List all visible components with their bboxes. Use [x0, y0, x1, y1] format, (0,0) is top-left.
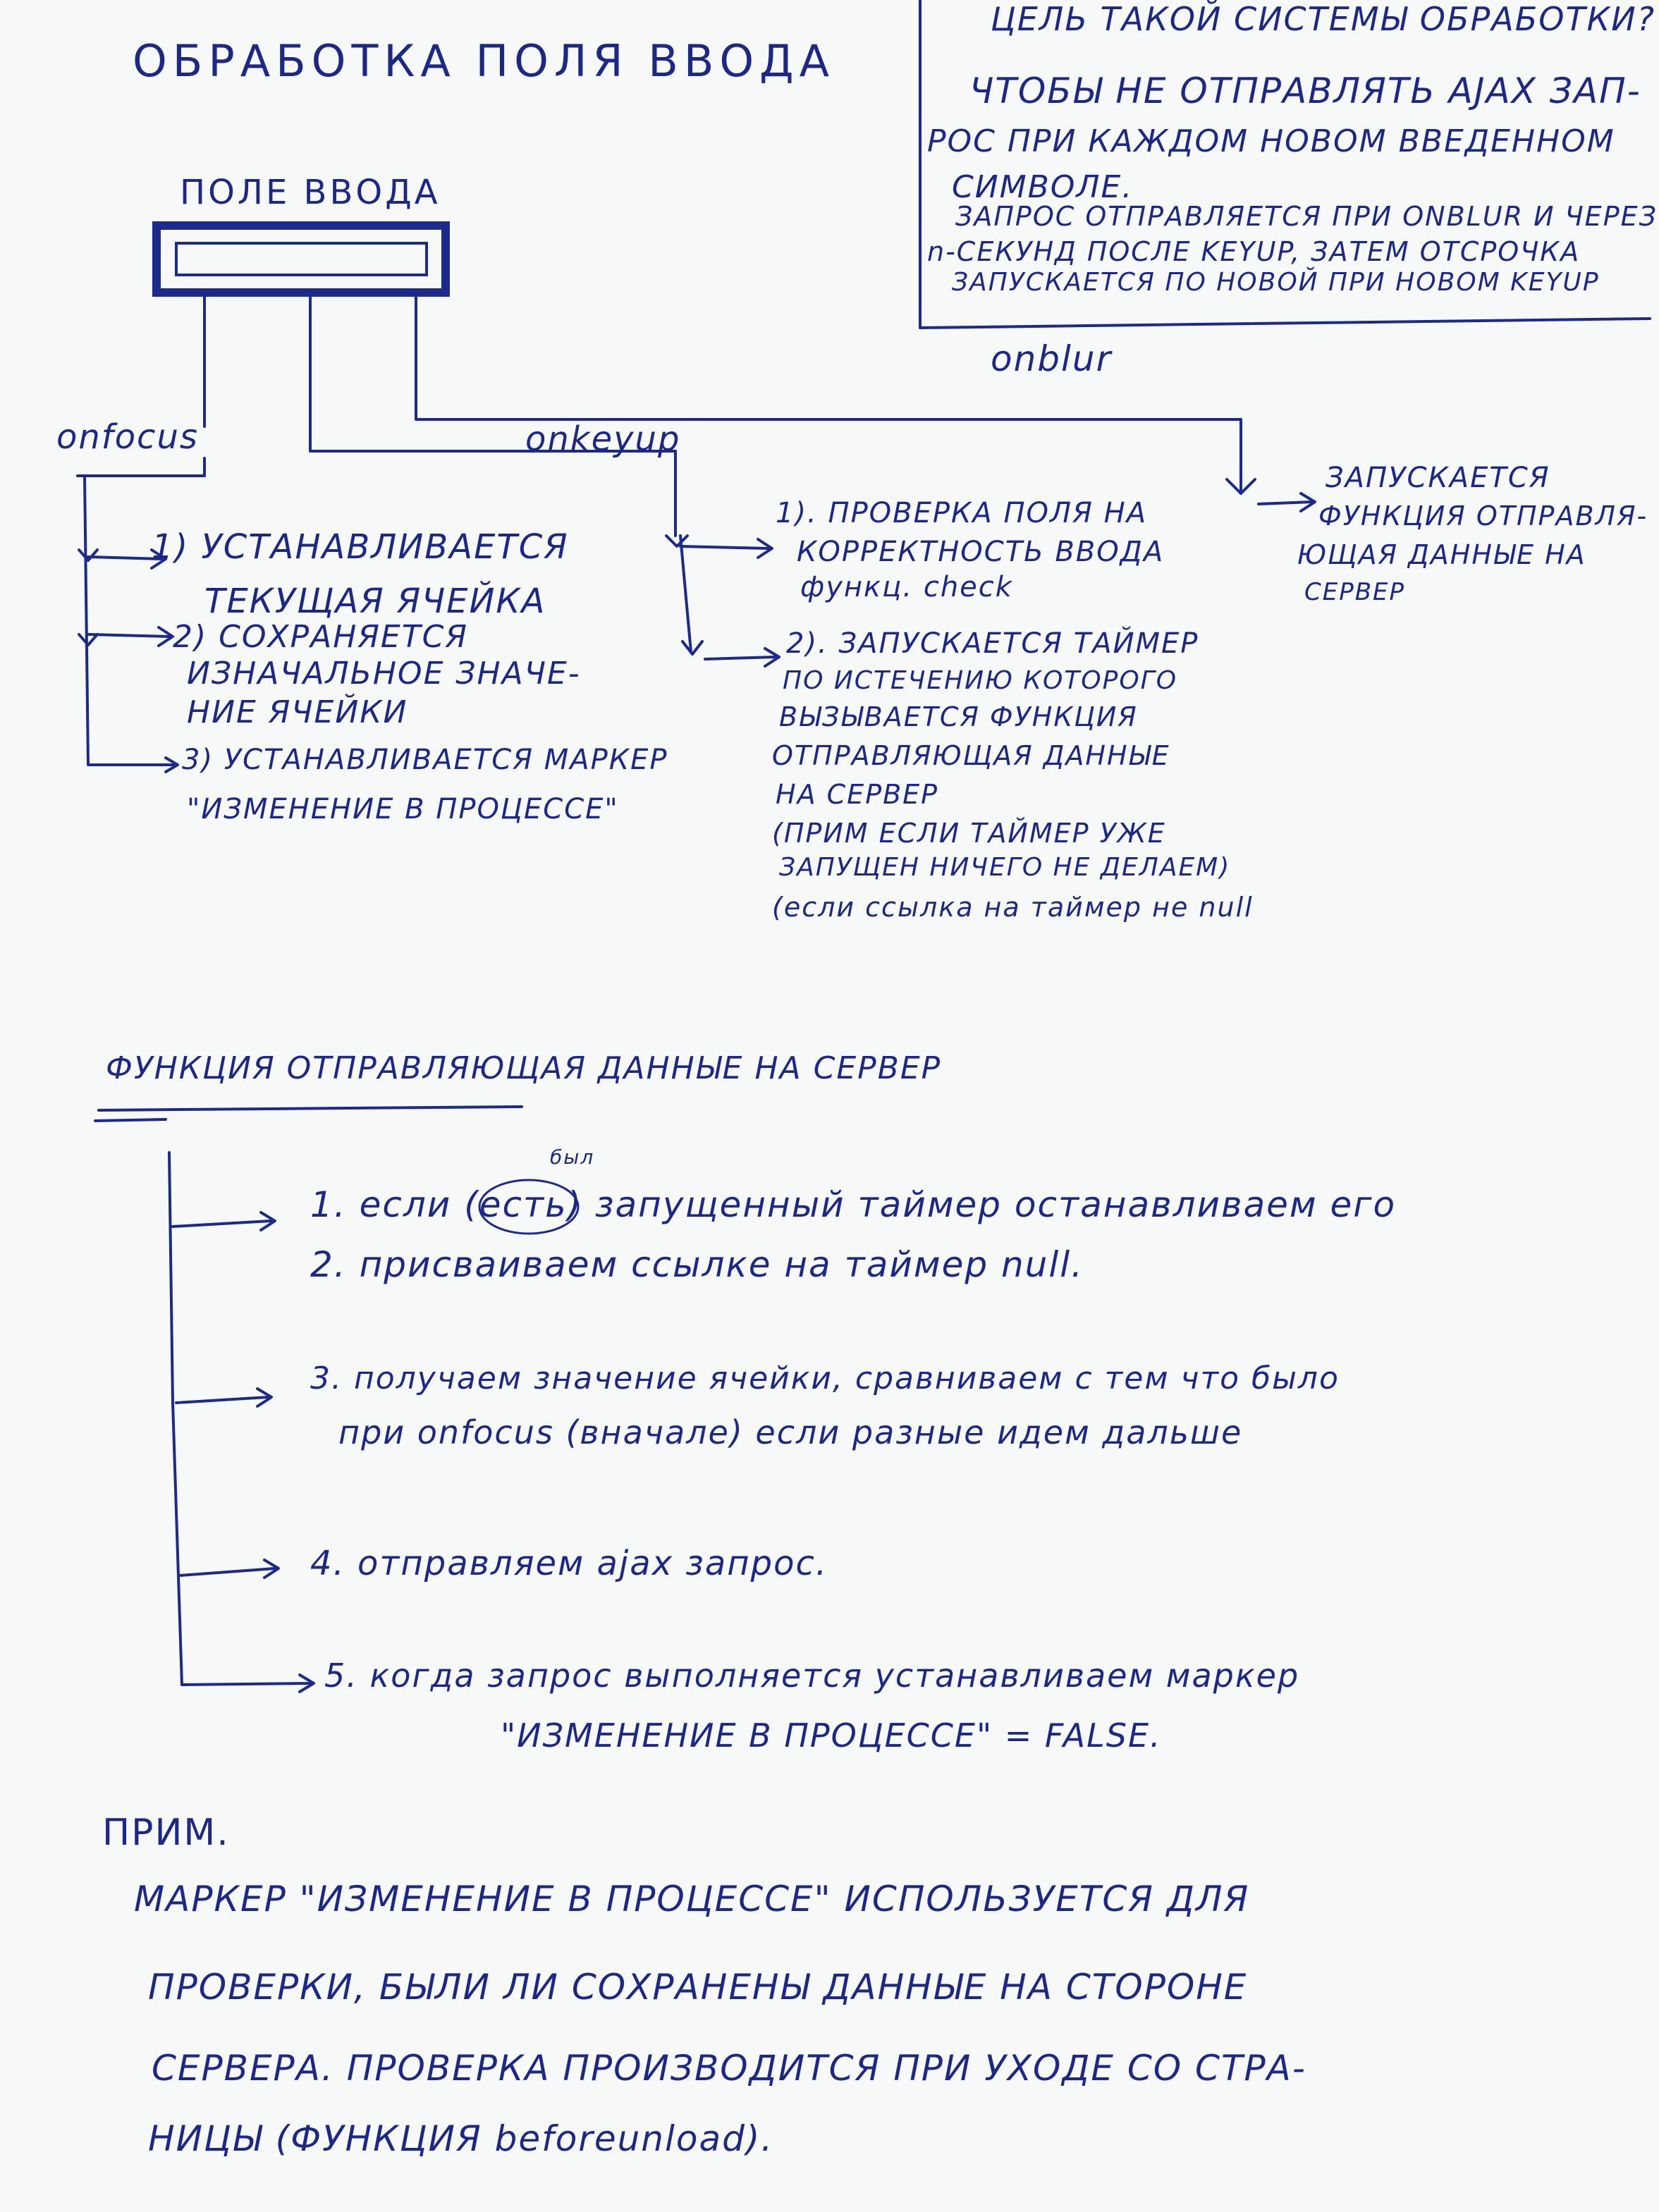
onkeyup-step-2b: ПО ИСТЕЧЕНИЮ КОТОРОГО: [783, 666, 1178, 695]
onfocus-step-1b: ТЕКУЩАЯ ЯЧЕЙКА: [204, 582, 546, 621]
send-step-3b: при onfocus (вначале) если разные идем д…: [338, 1413, 1243, 1451]
note-line-1: МАРКЕР "ИЗМЕНЕНИЕ В ПРОЦЕССЕ" ИСПОЛЬЗУЕТ…: [134, 1879, 1250, 1919]
goal-line-1: ЦЕЛЬ ТАКОЙ СИСТЕМЫ ОБРАБОТКИ?: [991, 0, 1656, 38]
onblur-step-4: СЕРВЕР: [1304, 578, 1406, 606]
goal-line-4: СИМВОЛЕ.: [952, 169, 1134, 205]
onkeyup-step-2d: ОТПРАВЛЯЮЩАЯ ДАННЫЕ: [772, 740, 1170, 771]
send-step-5b: "ИЗМЕНЕНИЕ В ПРОЦЕССЕ" = FALSE.: [501, 1716, 1162, 1755]
send-step-4: 4. отправляем ajax запрос.: [310, 1544, 828, 1583]
event-onblur: onblur: [991, 338, 1113, 379]
goal-line-2: ЧТОБЫ НЕ ОТПРАВЛЯТЬ AJAX ЗАП-: [969, 70, 1641, 111]
onfocus-step-2c: НИЕ ЯЧЕЙКИ: [187, 694, 408, 730]
onkeyup-step-2f: (ПРИМ ЕСЛИ ТАЙМЕР УЖЕ: [772, 818, 1166, 849]
note-line-3: СЕРВЕРА. ПРОВЕРКА ПРОИЗВОДИТСЯ ПРИ УХОДЕ…: [152, 2048, 1306, 2089]
goal-line-3: РОС ПРИ КАЖДОМ НОВОМ ВВЕДЕННОМ: [927, 123, 1615, 159]
goal-line-7: ЗАПУСКАЕТСЯ ПО НОВОЙ ПРИ НОВОМ KEYUP: [952, 268, 1600, 297]
onblur-step-2: ФУНКЦИЯ ОТПРАВЛЯ-: [1318, 500, 1648, 532]
onfocus-step-2b: ИЗНАЧАЛЬНОЕ ЗНАЧЕ-: [187, 656, 581, 692]
input-field-label: ПОЛЕ ВВОДА: [180, 173, 441, 212]
send-step-5a: 5. когда запрос выполняется устанавливае…: [324, 1657, 1300, 1695]
event-onfocus: onfocus: [56, 417, 199, 457]
note-line-2: ПРОВЕРКИ, БЫЛИ ЛИ СОХРАНЕНЫ ДАННЫЕ НА СТ…: [148, 1967, 1248, 2008]
goal-line-5: ЗАПРОС ОТПРАВЛЯЕТСЯ ПРИ ONBLUR И ЧЕРЕЗ: [955, 201, 1658, 232]
onfocus-step-2a: 2) СОХРАНЯЕТСЯ: [173, 619, 468, 655]
onkeyup-step-2e: НА СЕРВЕР: [776, 779, 939, 810]
onfocus-step-1a: 1) УСТАНАВЛИВАЕТСЯ: [152, 527, 569, 567]
send-step-2: 2. присваиваем ссылке на таймер null.: [310, 1244, 1084, 1285]
send-function-heading: ФУНКЦИЯ ОТПРАВЛЯЮЩАЯ ДАННЫЕ НА СЕРВЕР: [106, 1050, 942, 1086]
input-field-box: [152, 221, 450, 297]
goal-line-6: n-СЕКУНД ПОСЛЕ KEYUP, ЗАТЕМ ОТСРОЧКА: [927, 236, 1581, 267]
event-onkeyup: onkeyup: [525, 419, 681, 459]
note-line-4: НИЦЫ (ФУНКЦИЯ beforeunload).: [148, 2118, 774, 2159]
send-step-3a: 3. получаем значение ячейки, сравниваем …: [310, 1360, 1340, 1396]
send-step-1-note: был: [550, 1145, 595, 1169]
onblur-step-1: ЗАПУСКАЕТСЯ: [1326, 462, 1550, 494]
onkeyup-step-1b: КОРРЕКТНОСТЬ ВВОДА: [797, 536, 1165, 568]
note-label: ПРИМ.: [102, 1812, 230, 1854]
onblur-step-3: ЮЩАЯ ДАННЫЕ НА: [1297, 539, 1586, 570]
onkeyup-step-1a: 1). ПРОВЕРКА ПОЛЯ НА: [776, 497, 1148, 529]
send-step-1: 1. если (есть) запущенный таймер останав…: [310, 1184, 1397, 1225]
onkeyup-step-2a: 2). ЗАПУСКАЕТСЯ ТАЙМЕР: [786, 627, 1199, 660]
onkeyup-step-2c: ВЫЗЫВАЕТСЯ ФУНКЦИЯ: [779, 701, 1138, 732]
onkeyup-step-2h: (если ссылка на таймер не null: [772, 892, 1254, 923]
onkeyup-step-1c: функц. check: [800, 571, 1013, 603]
page-title: ОБРАБОТКА ПОЛЯ ВВОДА: [133, 35, 835, 87]
onfocus-step-3a: 3) УСТАНАВЛИВАЕТСЯ МАРКЕР: [182, 744, 668, 776]
onkeyup-step-2g: ЗАПУЩЕН НИЧЕГО НЕ ДЕЛАЕМ): [779, 853, 1231, 882]
onfocus-step-3b: "ИЗМЕНЕНИЕ В ПРОЦЕССЕ": [187, 793, 619, 825]
